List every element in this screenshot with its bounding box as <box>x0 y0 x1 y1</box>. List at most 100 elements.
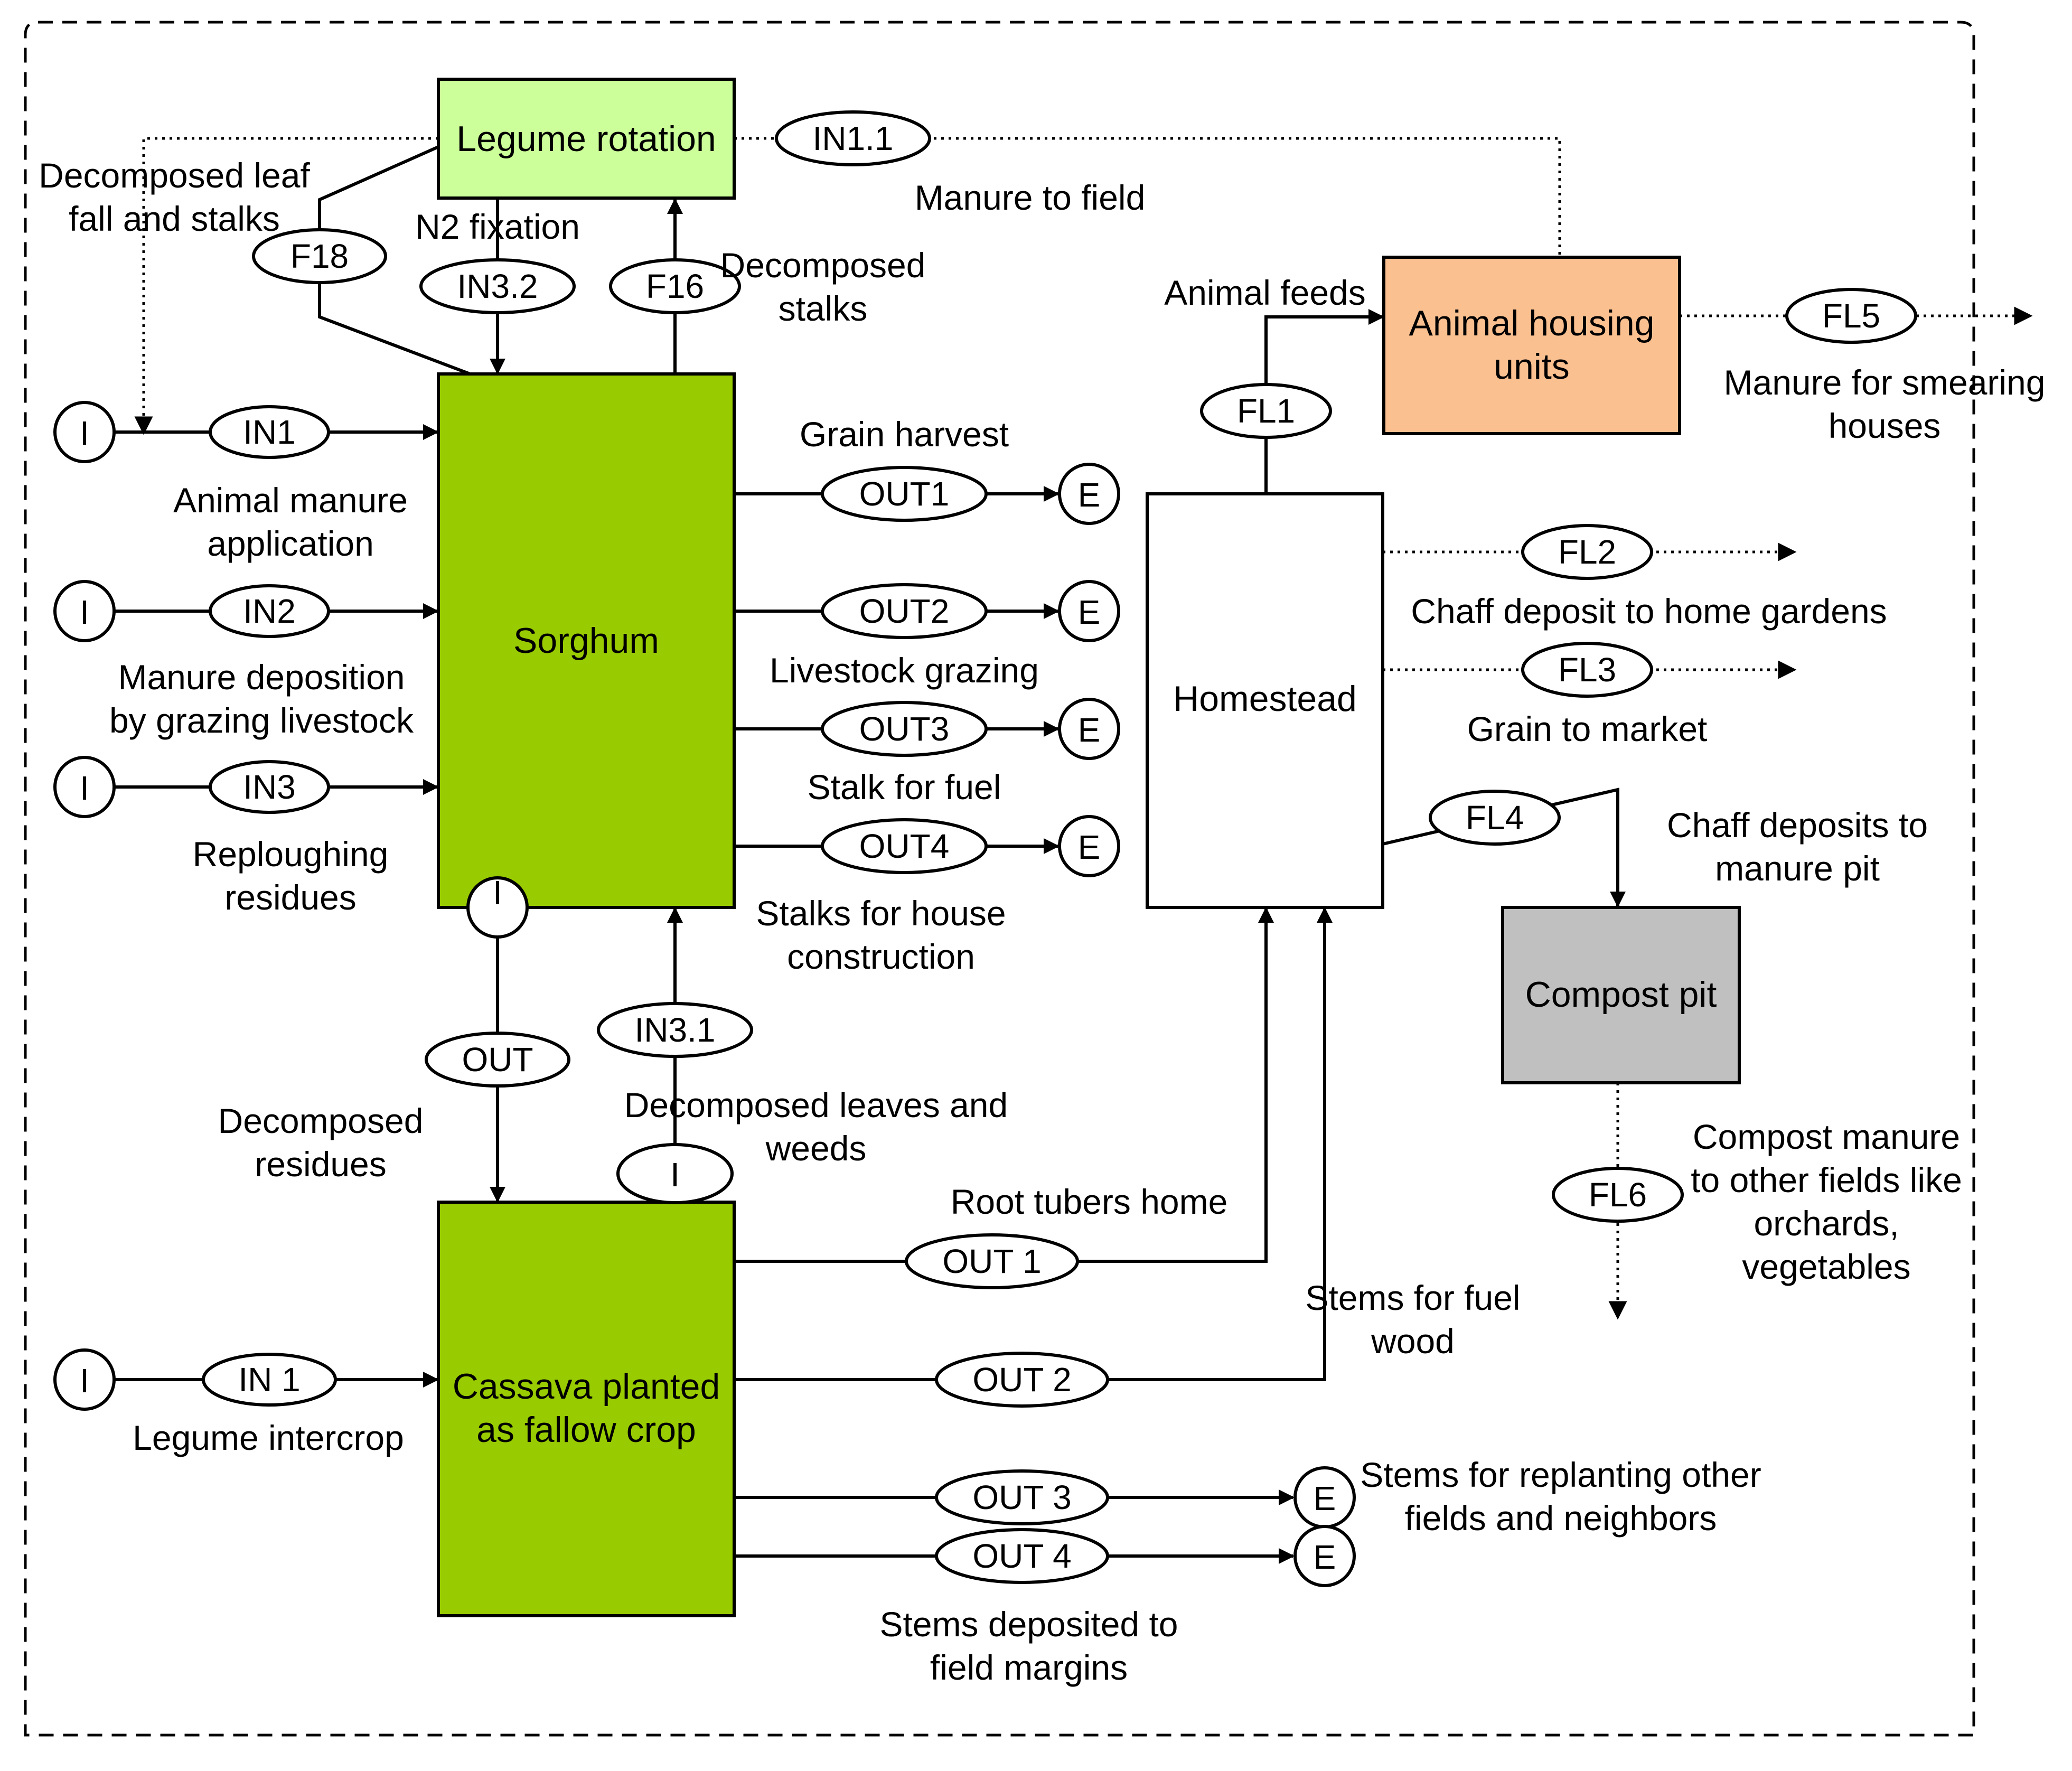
flow-out-3-cassava: OUT 3 <box>935 1469 1109 1525</box>
input-nodes: I I I I I I <box>53 401 734 1411</box>
input-node: I <box>53 580 116 642</box>
label-grain-to-market: Grain to market <box>1467 709 1708 748</box>
svg-text:F16: F16 <box>646 267 704 305</box>
label-n2-fixation: N2 fixation <box>415 207 580 246</box>
label-animal-feeds: Animal feeds <box>1164 273 1366 312</box>
svg-text:IN1.1: IN1.1 <box>813 119 894 157</box>
svg-text:FL1: FL1 <box>1237 392 1295 430</box>
compost-pit-box: Compost pit <box>1501 906 1741 1084</box>
label-stems-margins-1: Stems deposited to <box>880 1605 1178 1644</box>
label-manure-to-field: Manure to field <box>915 178 1146 217</box>
export-node: E <box>1293 1525 1356 1587</box>
label-decomposed-residues-2: residues <box>255 1145 386 1184</box>
farm-boundary <box>24 21 1975 1737</box>
label-grain-harvest: Grain harvest <box>800 415 1009 454</box>
cassava-box: Cassava planted as fallow crop <box>437 1201 736 1617</box>
homestead-box: Homestead <box>1146 492 1384 909</box>
sorghum-label: Sorghum <box>513 621 659 661</box>
svg-text:E: E <box>1314 1538 1336 1576</box>
flow-out-2-cassava: OUT 2 <box>935 1352 1109 1408</box>
svg-text:IN3.2: IN3.2 <box>457 267 538 305</box>
label-stalks-house-2: construction <box>787 937 975 976</box>
label-livestock-grazing: Livestock grazing <box>770 651 1039 690</box>
label-decomposed-leaf-2: fall and stalks <box>69 199 280 238</box>
legume-rotation-box: Legume rotation <box>437 78 736 200</box>
flow-out-4-cassava: OUT 4 <box>935 1528 1109 1584</box>
svg-text:OUT 2: OUT 2 <box>972 1361 1071 1399</box>
svg-text:IN3: IN3 <box>243 768 296 806</box>
label-manure-deposition-1: Manure deposition <box>118 658 405 697</box>
svg-text:I: I <box>493 874 502 912</box>
sorghum-box: Sorghum <box>437 372 736 909</box>
cassava-label-line2: as fallow crop <box>476 1410 696 1450</box>
animal-housing-label-line2: units <box>1494 346 1570 387</box>
label-stems-fuel-1: Stems for fuel <box>1305 1278 1520 1317</box>
flow-fl1: FL1 <box>1200 383 1332 439</box>
label-decomposed-leaf-1: Decomposed leaf <box>39 156 310 195</box>
svg-text:I: I <box>80 1362 89 1400</box>
svg-text:FL4: FL4 <box>1466 799 1524 837</box>
flow-labels: IN1 IN2 IN3 IN1.1 F18 IN3.2 F16 OUT1 OUT… <box>202 110 1917 1584</box>
svg-text:IN1: IN1 <box>243 413 296 451</box>
label-decomposed-residues-1: Decomposed <box>218 1101 424 1140</box>
svg-text:OUT4: OUT4 <box>859 827 950 865</box>
svg-text:E: E <box>1314 1479 1336 1517</box>
svg-text:E: E <box>1078 828 1101 866</box>
svg-text:OUT 1: OUT 1 <box>942 1242 1041 1280</box>
annotation-labels: Decomposed leaf fall and stalks N2 fixat… <box>39 156 2045 1687</box>
flow-in1: IN1 <box>209 405 330 459</box>
svg-text:I: I <box>80 414 89 452</box>
label-stems-replanting-2: fields and neighbors <box>1405 1498 1717 1538</box>
export-node: E <box>1058 815 1120 877</box>
svg-text:I: I <box>670 1156 680 1194</box>
svg-text:OUT: OUT <box>462 1041 533 1079</box>
export-nodes: E E E E E E <box>1058 463 1356 1587</box>
flow-in3: IN3 <box>209 760 330 814</box>
label-stalk-for-fuel: Stalk for fuel <box>808 767 1001 807</box>
svg-text:I: I <box>80 769 89 807</box>
input-node: I <box>466 874 529 939</box>
flow-fl3: FL3 <box>1521 642 1653 698</box>
label-root-tubers-home: Root tubers home <box>951 1182 1228 1221</box>
svg-text:OUT 4: OUT 4 <box>972 1537 1071 1575</box>
label-reploughing-1: Reploughing <box>193 835 389 874</box>
svg-text:E: E <box>1078 593 1101 631</box>
flow-out1: OUT1 <box>821 466 988 522</box>
svg-text:FL2: FL2 <box>1558 533 1616 571</box>
input-node: I <box>53 756 116 818</box>
svg-text:IN2: IN2 <box>243 592 296 630</box>
label-manure-smearing-1: Manure for smearing <box>1724 363 2046 402</box>
svg-text:IN3.1: IN3.1 <box>635 1011 716 1049</box>
flow-out: OUT <box>425 1032 570 1088</box>
svg-text:OUT3: OUT3 <box>859 710 950 748</box>
export-node: E <box>1058 698 1120 760</box>
svg-text:FL6: FL6 <box>1589 1176 1647 1214</box>
label-stalks-house-1: Stalks for house <box>756 894 1006 933</box>
flow-out-1-cassava: OUT 1 <box>905 1233 1079 1289</box>
svg-text:F18: F18 <box>290 237 349 275</box>
flow-f16: F16 <box>609 258 741 314</box>
flow-out4: OUT4 <box>821 818 988 874</box>
flow-out2: OUT2 <box>821 583 988 639</box>
svg-text:OUT2: OUT2 <box>859 592 950 630</box>
label-chaff-manure-pit-1: Chaff deposits to <box>1667 805 1928 845</box>
label-stems-margins-2: field margins <box>930 1648 1128 1687</box>
export-node: E <box>1058 580 1120 642</box>
svg-text:OUT1: OUT1 <box>859 475 950 513</box>
legume-rotation-label: Legume rotation <box>456 119 716 159</box>
label-decomposed-stalks-1: Decomposed <box>720 246 926 285</box>
svg-text:I: I <box>80 593 89 631</box>
flow-in-1-cassava: IN 1 <box>202 1353 337 1407</box>
label-legume-intercrop: Legume intercrop <box>133 1418 404 1457</box>
input-node: I <box>616 1143 734 1204</box>
svg-text:OUT 3: OUT 3 <box>972 1478 1071 1516</box>
svg-text:IN 1: IN 1 <box>238 1361 300 1399</box>
label-compost-manure-4: vegetables <box>1742 1247 1910 1286</box>
label-decomposed-leaves-2: weeds <box>765 1129 867 1168</box>
label-compost-manure-1: Compost manure <box>1693 1117 1960 1156</box>
flow-in1-1: IN1.1 <box>775 110 931 166</box>
input-node: I <box>53 1348 116 1411</box>
svg-text:FL5: FL5 <box>1822 297 1880 335</box>
export-node: E <box>1293 1466 1356 1529</box>
